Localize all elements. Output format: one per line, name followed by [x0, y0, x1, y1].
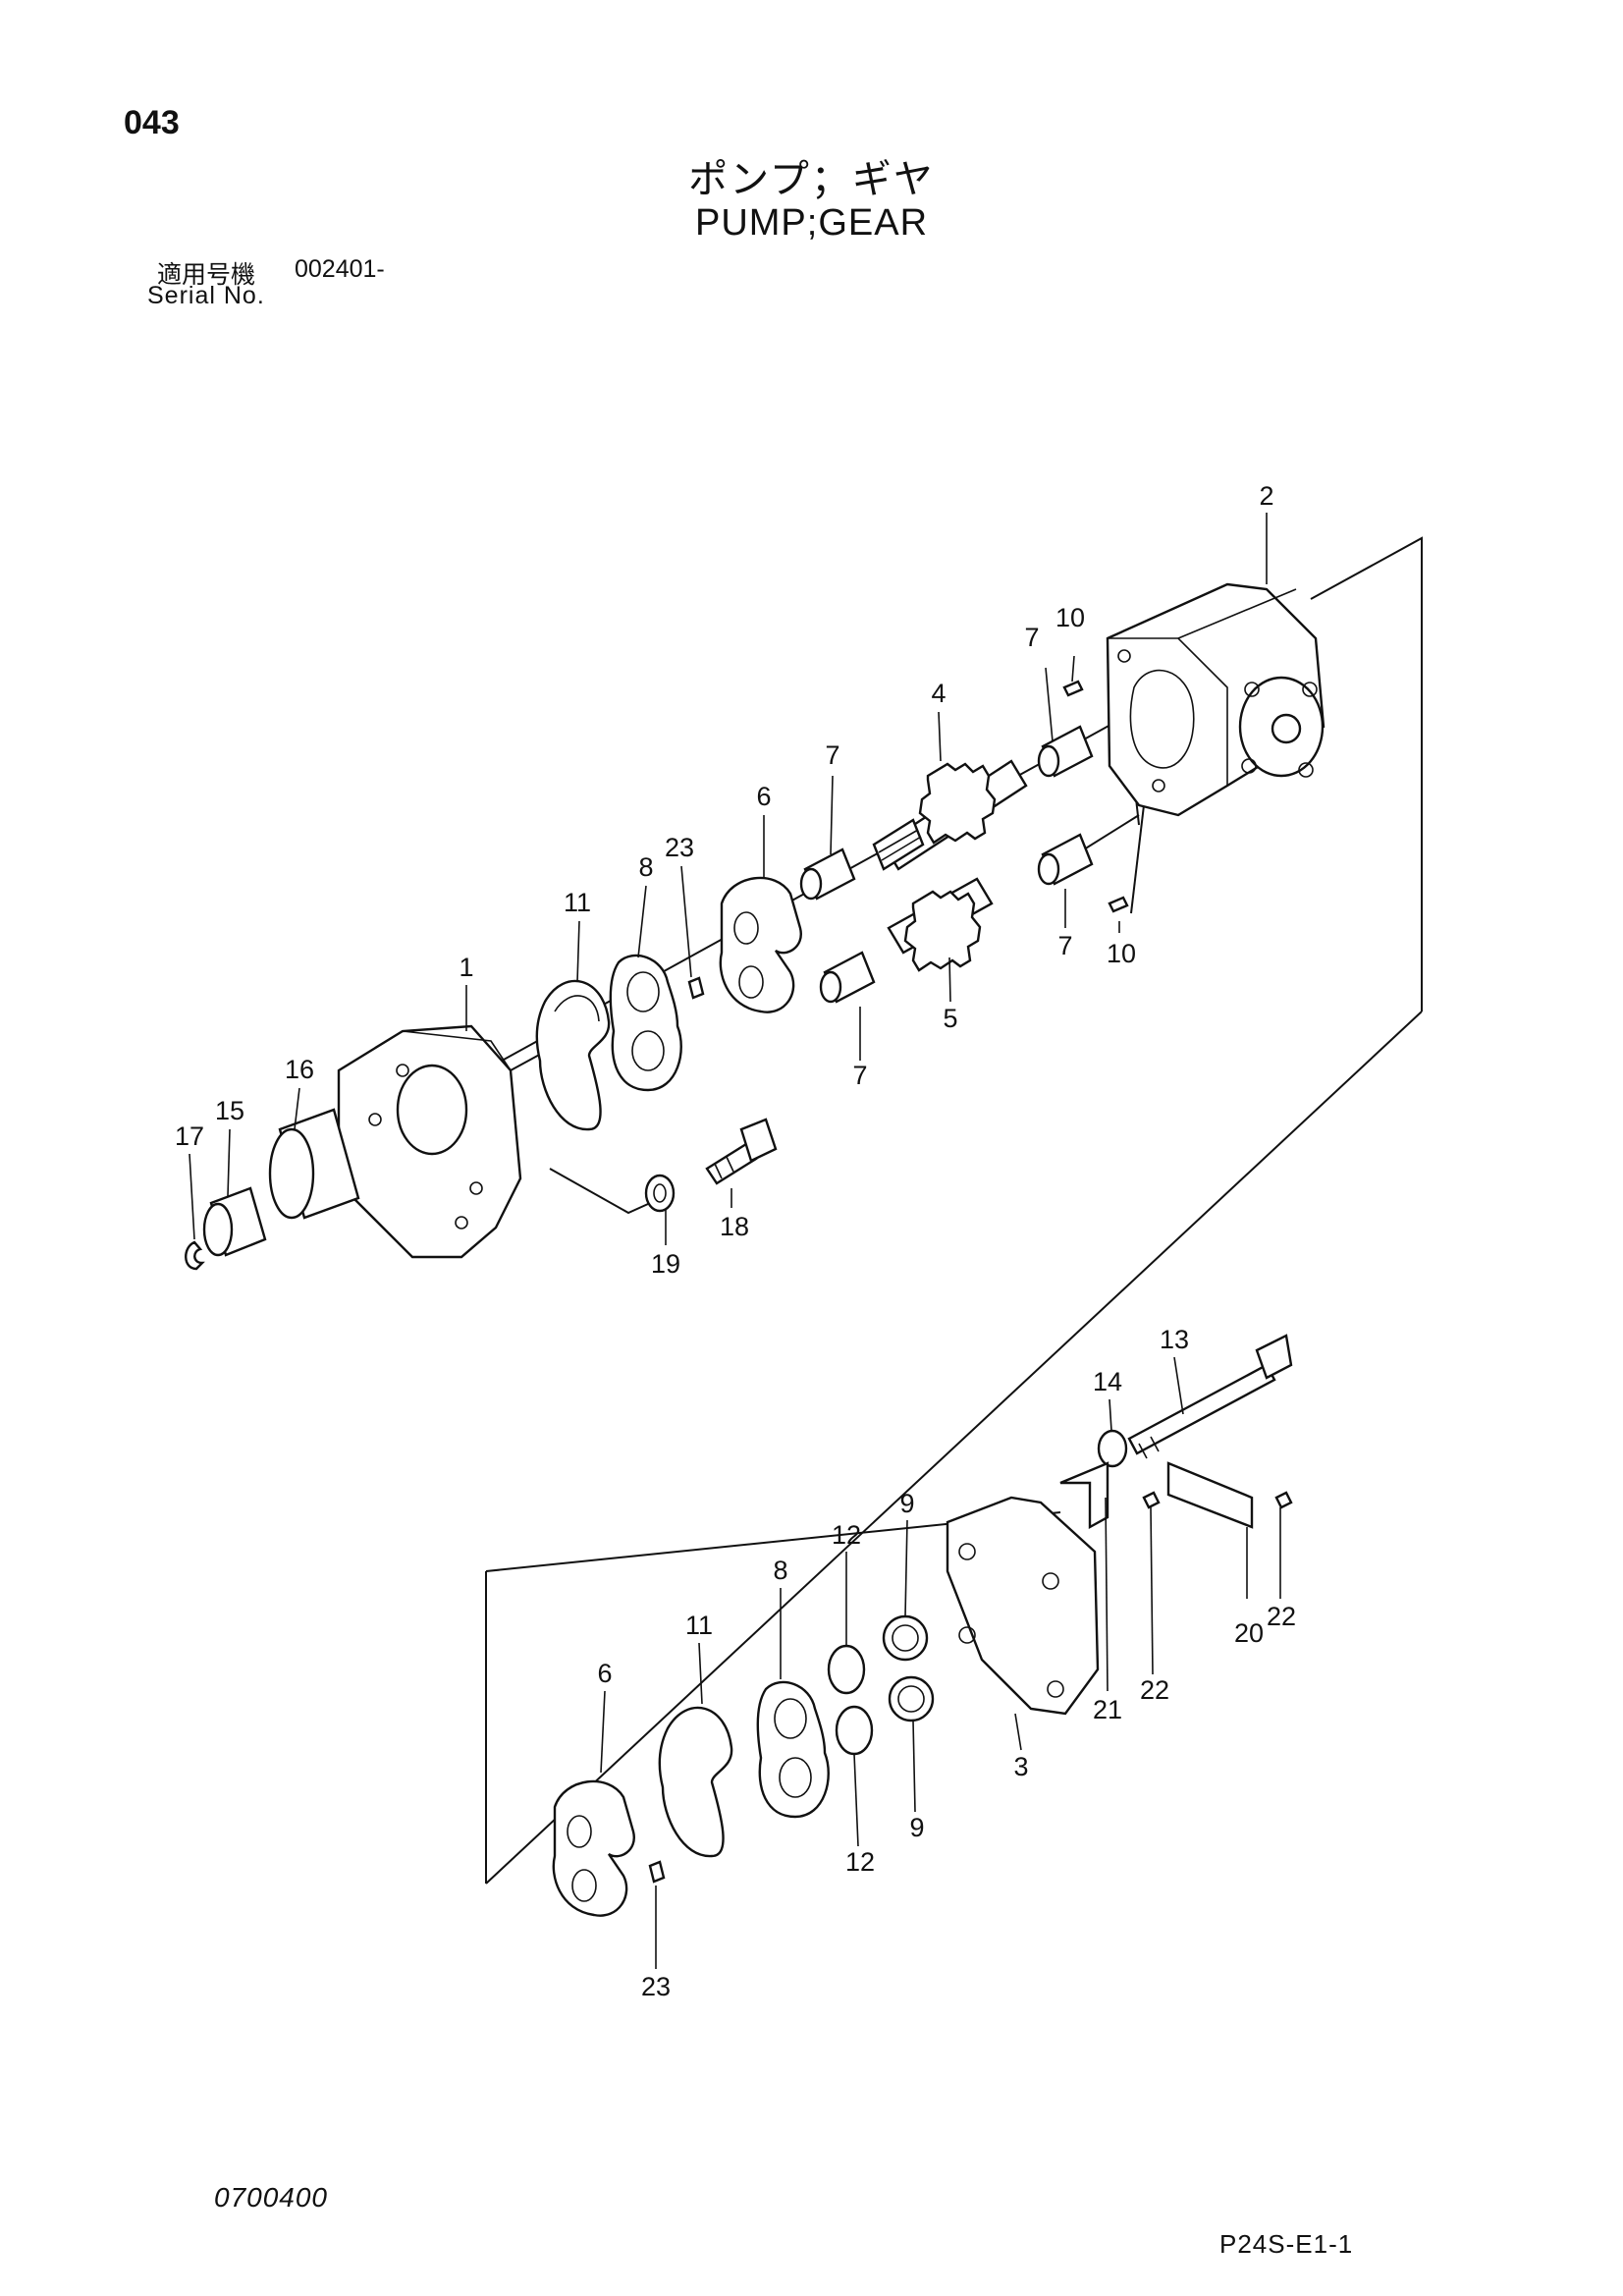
callout-7-top-right: 7	[1024, 623, 1039, 652]
callout-11-lower: 11	[685, 1611, 713, 1640]
part-7-bushings	[799, 725, 1094, 1004]
part-2-pump-body	[1106, 582, 1325, 817]
callout-10-bottom: 10	[1107, 939, 1136, 968]
part-6-bearing-block-lower	[552, 1779, 635, 1917]
part-1-front-cover	[337, 1024, 522, 1259]
part-3-rear-cover	[946, 1496, 1100, 1716]
part-22-screws	[1142, 1491, 1293, 1509]
part-10-dowel-pins	[1062, 680, 1129, 913]
part-20-plate	[1166, 1461, 1254, 1529]
callout-19: 19	[651, 1249, 680, 1279]
callout-15: 15	[215, 1096, 244, 1125]
part-13-long-bolt	[1127, 1334, 1293, 1459]
part-19-washer	[644, 1174, 676, 1213]
title-english: PUMP;GEAR	[694, 202, 929, 244]
callout-2: 2	[1259, 481, 1273, 511]
callout-17: 17	[175, 1121, 204, 1151]
leader-lines	[189, 513, 1281, 1969]
callout-23-upper: 23	[665, 833, 694, 862]
callout-14: 14	[1093, 1367, 1122, 1396]
callout-9-bottom: 9	[909, 1813, 924, 1842]
part-11-seal-lower	[658, 1706, 733, 1858]
callout-6-lower: 6	[597, 1659, 612, 1688]
callout-7-right: 7	[1057, 931, 1072, 960]
part-8-wear-plate-lower	[756, 1680, 830, 1819]
callout-6-upper: 6	[756, 782, 771, 811]
part-11-seal-upper	[535, 979, 611, 1131]
part-23-key-upper	[687, 976, 705, 1000]
part-12-o-rings	[827, 1644, 874, 1756]
part-14-washer	[1097, 1429, 1128, 1468]
callout-23-lower: 23	[641, 1972, 671, 2001]
callout-18: 18	[720, 1212, 749, 1241]
callout-22-left: 22	[1140, 1675, 1169, 1705]
callout-11-upper: 11	[564, 888, 591, 917]
callout-12-top: 12	[832, 1520, 861, 1550]
callout-1: 1	[459, 953, 473, 982]
part-18-bolt	[705, 1118, 778, 1185]
document-code: 0700400	[214, 2182, 329, 2213]
serial-value: 002401-	[295, 255, 385, 283]
part-4-drive-gear	[872, 759, 1028, 871]
callout-16: 16	[285, 1055, 314, 1084]
part-23-key-lower	[648, 1860, 666, 1884]
title-japanese: ポンプ；ギヤ	[688, 157, 935, 202]
callout-3: 3	[1013, 1752, 1028, 1781]
callout-13: 13	[1160, 1325, 1189, 1354]
serial-label-english: Serial No.	[147, 282, 265, 309]
callout-7-top-left: 7	[825, 740, 839, 770]
part-9-bushings	[882, 1614, 935, 1722]
callout-8-lower: 8	[773, 1556, 787, 1585]
part-21-bracket	[1059, 1461, 1109, 1530]
callout-8-upper: 8	[638, 852, 653, 882]
callout-9-top: 9	[899, 1489, 914, 1518]
callout-labels: 2 10 7 4 7 6 23 8 11 1 16 15 17 7 10 5 7…	[175, 481, 1296, 2001]
part-5-driven-gear	[887, 877, 994, 972]
part-6-bearing-block-upper	[719, 876, 802, 1013]
callout-22-right: 22	[1267, 1602, 1296, 1631]
callout-4: 4	[931, 679, 946, 708]
part-15-bearing	[202, 1186, 267, 1257]
sheet-code: P24S-E1-1	[1219, 2229, 1354, 2259]
callout-12-bottom: 12	[845, 1847, 875, 1877]
callout-20: 20	[1234, 1618, 1264, 1648]
part-17-snap-ring	[185, 1240, 205, 1271]
callout-7-bottom: 7	[852, 1061, 867, 1090]
callout-21: 21	[1093, 1695, 1122, 1724]
part-8-wear-plate-upper	[609, 954, 682, 1092]
callout-10-top: 10	[1055, 603, 1085, 632]
serial-label-japanese: 適用号機	[157, 260, 256, 289]
part-16-oil-seal	[268, 1108, 360, 1220]
callout-5: 5	[943, 1004, 957, 1033]
page-number: 043	[124, 104, 180, 141]
